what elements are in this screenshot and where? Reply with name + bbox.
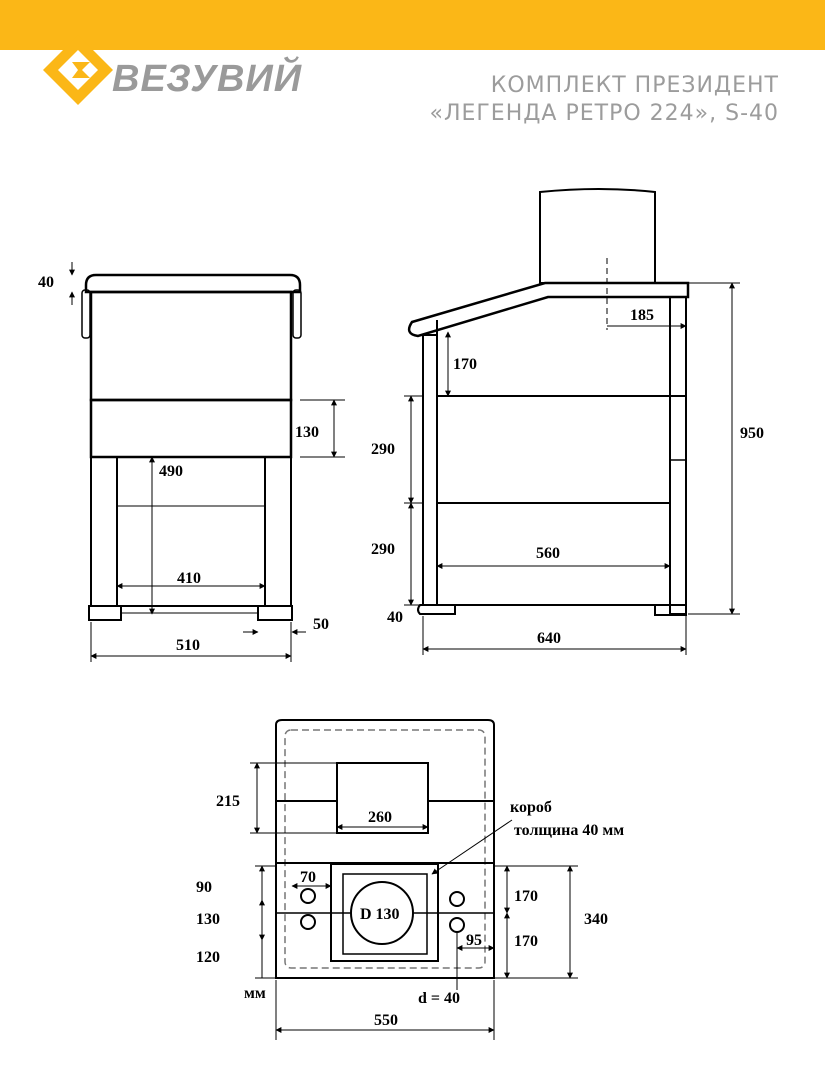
- side-dim-total-depth: 640: [537, 630, 561, 647]
- front-top-slab: [84, 273, 302, 294]
- front-view: [81, 273, 302, 621]
- plan-dim-a: 90: [196, 879, 212, 896]
- document-title: КОМПЛЕКТ ПРЕЗИДЕНТ «ЛЕГЕНДА РЕТРО 224», …: [429, 72, 779, 128]
- front-foot-right: [257, 605, 293, 621]
- front-dim-opening-width: 410: [177, 570, 201, 587]
- front-body: [89, 290, 293, 402]
- side-dim-total-height: 950: [740, 425, 764, 442]
- front-dim-band: 130: [295, 424, 319, 441]
- title-line-1: КОМПЛЕКТ ПРЕЗИДЕНТ: [490, 73, 779, 98]
- brand-logo: [38, 20, 308, 130]
- side-dim-section-lower: 290: [371, 541, 395, 558]
- title-line-2: «ЛЕГЕНДА РЕТРО 224», S-40: [429, 101, 779, 126]
- plan-dim-right-lower: 170: [514, 933, 538, 950]
- side-view: [407, 188, 690, 616]
- brand-name: ВЕЗУВИЙ: [112, 58, 303, 100]
- plan-view: [275, 719, 495, 979]
- plan-outline: [275, 719, 495, 979]
- plan-dim-top-offset: 215: [216, 793, 240, 810]
- plan-label-thickness: толщина 40 мм: [514, 822, 624, 839]
- plan-dim-opening-width: 260: [368, 809, 392, 826]
- side-dim-section-upper: 290: [371, 441, 395, 458]
- front-dim-total-width: 510: [176, 637, 200, 654]
- plan-label-pipe: D 130: [360, 906, 400, 923]
- front-dimensions: [69, 262, 345, 662]
- plan-hole-left-top: [300, 888, 316, 904]
- plan-dim-b: 130: [196, 911, 220, 928]
- side-sloped-top: [407, 281, 690, 338]
- front-dim-leg: 50: [313, 616, 329, 633]
- front-band: [89, 398, 293, 459]
- side-dim-slope: 170: [453, 356, 477, 373]
- plan-dim-hole-offset: 70: [300, 869, 316, 886]
- front-dim-top: 40: [38, 274, 54, 291]
- plan-label-hole-diameter: d = 40: [418, 990, 460, 1007]
- side-chimney-pipe: [539, 188, 656, 284]
- header-accent-bar: [0, 0, 825, 50]
- plan-dim-total-width: 550: [374, 1012, 398, 1029]
- plan-dim-right-upper: 170: [514, 888, 538, 905]
- plan-dim-c: 120: [196, 949, 220, 966]
- plan-box-dashed: [284, 729, 486, 969]
- side-dim-base: 40: [387, 609, 403, 626]
- front-dim-opening-height: 490: [159, 463, 183, 480]
- plan-chimney-opening: [336, 762, 429, 834]
- plan-dim-right-total: 340: [584, 911, 608, 928]
- side-foot-front: [417, 604, 456, 615]
- plan-hole-right-top: [449, 891, 465, 907]
- plan-hole-left-bottom: [300, 914, 316, 930]
- side-dim-pipe-offset: 185: [630, 307, 654, 324]
- vesuvius-logo-icon: [43, 35, 113, 105]
- plan-hole-right-bottom: [449, 917, 465, 933]
- plan-dim-hole-spacing: 95: [466, 932, 482, 949]
- plan-label-unit: мм: [244, 985, 266, 1002]
- side-foot-back: [654, 604, 687, 616]
- plan-dimensions: [250, 762, 578, 1040]
- front-foot-left: [88, 605, 122, 621]
- side-dimensions: [404, 282, 740, 655]
- side-dim-inner-width: 560: [536, 545, 560, 562]
- plan-label-box: короб: [510, 799, 552, 816]
